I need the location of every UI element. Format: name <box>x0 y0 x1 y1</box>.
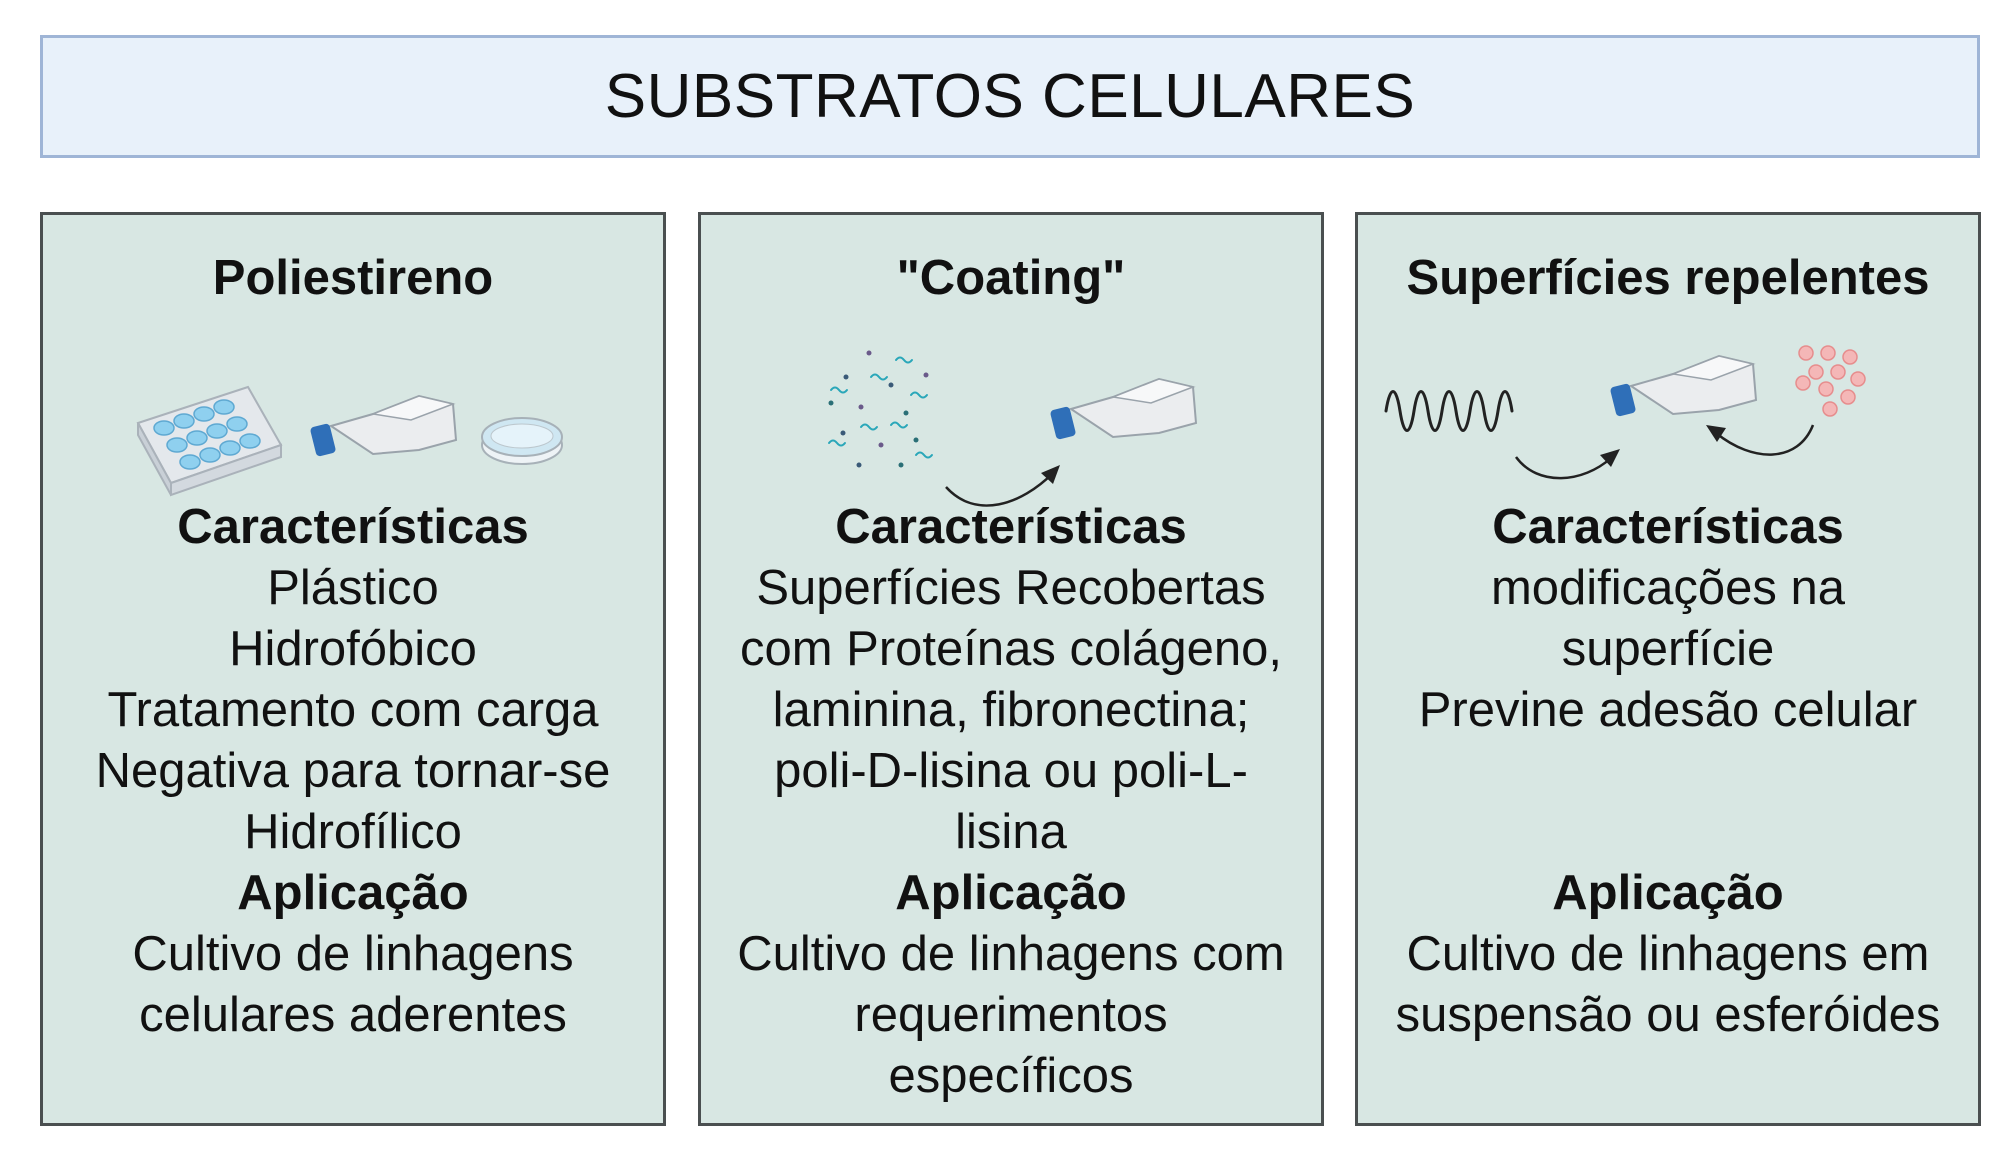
application-heading: Aplicação <box>895 866 1127 920</box>
panel-body: Características Plástico Hidrofóbico Tra… <box>43 497 663 1046</box>
curved-arrow-icon <box>1706 424 1815 456</box>
characteristic-line: superfície <box>1561 622 1775 676</box>
characteristics-heading: Características <box>177 500 529 554</box>
panel-superficies-repelentes: Superfícies repelentes <box>1355 212 1981 1126</box>
characteristic-line: Negativa para tornar-se <box>95 744 611 798</box>
application-line: celulares aderentes <box>139 988 567 1042</box>
cell-cluster-icon <box>1795 345 1866 417</box>
multiwell-plate-icon <box>136 385 283 497</box>
panel-illustration <box>828 350 1198 507</box>
characteristics-heading: Características <box>1492 500 1844 554</box>
culture-flask-icon <box>1610 354 1758 417</box>
application-line: Cultivo de linhagens com <box>737 927 1285 981</box>
curved-arrow-icon <box>945 465 1060 507</box>
characteristic-line: Superfícies Recobertas <box>756 561 1266 615</box>
panel-illustration <box>1384 345 1866 480</box>
characteristic-line: Previne adesão celular <box>1418 683 1918 737</box>
characteristic-line: Plástico <box>267 561 439 615</box>
culture-flask-icon <box>1050 377 1198 440</box>
panel-title: Superfícies repelentes <box>1406 251 1930 305</box>
application-line: Cultivo de linhagens em <box>1406 927 1930 981</box>
title-banner: SUBSTRATOS CELULARES <box>40 35 1980 158</box>
characteristic-line: lisina <box>955 805 1067 859</box>
panel-coating: "Coating" <box>698 212 1324 1126</box>
application-heading: Aplicação <box>237 866 469 920</box>
panel-title: Poliestireno <box>212 251 494 305</box>
protein-molecules-icon <box>828 350 933 468</box>
page-title: SUBSTRATOS CELULARES <box>604 62 1416 131</box>
characteristic-line: com Proteínas colágeno, <box>739 622 1283 676</box>
characteristic-line: Hidrofóbico <box>229 622 477 676</box>
application-line: suspensão ou esferóides <box>1395 988 1941 1042</box>
application-line: específicos <box>888 1049 1134 1103</box>
curved-arrow-icon <box>1514 449 1620 480</box>
application-line: Cultivo de linhagens <box>132 927 574 981</box>
petri-dish-icon <box>481 417 563 465</box>
wave-icon <box>1384 390 1514 432</box>
panel-title: "Coating" <box>896 251 1126 305</box>
panel-body: Características Superfícies Recobertas c… <box>701 497 1321 1107</box>
characteristic-line: modificações na <box>1490 561 1846 615</box>
culture-flask-icon <box>310 394 458 457</box>
characteristic-line: laminina, fibronectina; <box>772 683 1250 737</box>
spacer <box>1358 741 1978 863</box>
characteristic-line: Hidrofílico <box>244 805 462 859</box>
panel-body: Características modificações na superfíc… <box>1358 497 1978 1046</box>
characteristic-line: Tratamento com carga <box>107 683 599 737</box>
panel-poliestireno: Poliestireno <box>40 212 666 1126</box>
panel-illustration <box>136 385 563 497</box>
application-line: requerimentos <box>854 988 1168 1042</box>
application-heading: Aplicação <box>1552 866 1784 920</box>
characteristics-heading: Características <box>835 500 1187 554</box>
characteristic-line: poli-D-lisina ou poli-L- <box>774 744 1248 798</box>
